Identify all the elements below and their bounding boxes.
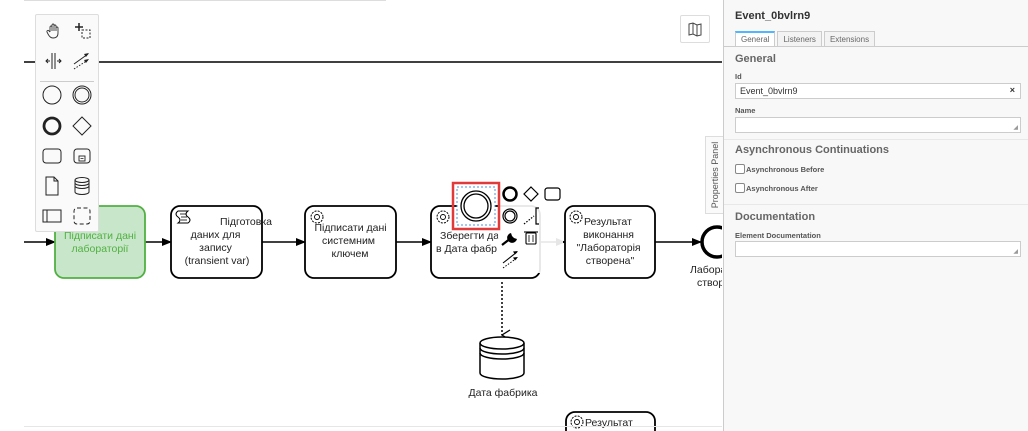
create-end-event[interactable] bbox=[40, 114, 64, 138]
lasso-icon bbox=[75, 23, 91, 39]
group-divider bbox=[724, 139, 1028, 140]
hand-icon bbox=[46, 23, 59, 39]
gear-icon bbox=[310, 210, 324, 224]
gear-icon bbox=[569, 210, 583, 224]
element-id-title: Event_0bvlrn9 bbox=[735, 10, 811, 22]
task-label: Підготовка даних для запису (transient v… bbox=[185, 216, 275, 267]
element-documentation-label: Element Documentation bbox=[735, 231, 821, 240]
task-result-lower[interactable]: Результат bbox=[565, 411, 656, 431]
connect-icon[interactable] bbox=[502, 251, 518, 269]
append-task-icon[interactable] bbox=[544, 187, 561, 201]
async-before-label: Asynchronous Before bbox=[746, 164, 825, 174]
text-annotation-icon[interactable] bbox=[523, 207, 539, 225]
async-after-row: Asynchronous After bbox=[735, 183, 818, 193]
task-label: Зберегти да в Дата фабр bbox=[436, 230, 502, 255]
clear-icon[interactable]: × bbox=[1009, 85, 1015, 95]
task-prepare-data[interactable]: Підготовка даних для запису (transient v… bbox=[170, 205, 275, 279]
minimap-toggle-button[interactable] bbox=[680, 15, 710, 43]
async-after-checkbox[interactable] bbox=[735, 183, 745, 193]
async-after-label: Asynchronous After bbox=[746, 183, 818, 193]
canvas-bottom-border bbox=[24, 426, 722, 427]
append-end-event-icon[interactable] bbox=[502, 186, 518, 202]
create-pool[interactable] bbox=[40, 204, 64, 228]
async-before-checkbox[interactable] bbox=[735, 164, 745, 174]
data-store[interactable]: Дата фабрика bbox=[468, 336, 538, 399]
tabs-divider bbox=[724, 46, 1028, 47]
tab-listeners[interactable]: Listeners bbox=[777, 31, 822, 47]
async-heading: Asynchronous Continuations bbox=[735, 144, 889, 156]
properties-panel-toggle[interactable]: Properties Panel bbox=[705, 136, 724, 214]
element-documentation-textarea[interactable]: ◢ bbox=[735, 241, 1021, 257]
create-group[interactable] bbox=[70, 204, 94, 228]
id-input[interactable]: Event_0bvlrn9 × bbox=[735, 83, 1021, 99]
create-task[interactable] bbox=[40, 144, 64, 168]
task-label: Підписати дані системним ключем bbox=[314, 222, 389, 260]
async-before-row: Asynchronous Before bbox=[735, 164, 824, 174]
canvas-top-border bbox=[24, 0, 386, 1]
trash-icon[interactable] bbox=[524, 231, 538, 245]
create-subprocess[interactable] bbox=[70, 144, 94, 168]
gateway-icon bbox=[72, 116, 92, 136]
task-label: Результат виконання "Лабораторія створен… bbox=[576, 216, 643, 267]
create-intermediate-event[interactable] bbox=[70, 83, 94, 107]
create-gateway[interactable] bbox=[70, 114, 94, 138]
subprocess-icon bbox=[73, 148, 91, 164]
intermediate-event-icon bbox=[72, 85, 92, 105]
space-tool[interactable] bbox=[42, 49, 66, 73]
create-data-store[interactable] bbox=[70, 174, 94, 198]
append-gateway-icon[interactable] bbox=[523, 186, 539, 202]
id-value: Event_0bvlrn9 bbox=[740, 86, 798, 96]
group-icon bbox=[73, 207, 91, 225]
properties-panel-toggle-label: Properties Panel bbox=[710, 141, 720, 209]
pool-icon bbox=[42, 209, 62, 223]
task-label: Результат bbox=[585, 417, 633, 429]
create-data-object[interactable] bbox=[40, 174, 64, 198]
context-pad bbox=[501, 186, 561, 269]
start-event-icon bbox=[42, 85, 62, 105]
gear-icon bbox=[570, 415, 584, 429]
lasso-tool[interactable] bbox=[70, 19, 94, 43]
global-connect-tool[interactable] bbox=[70, 49, 94, 73]
properties-panel: Event_0bvlrn9 General Listeners Extensio… bbox=[723, 0, 1028, 431]
selected-intermediate-event[interactable] bbox=[451, 181, 501, 231]
documentation-heading: Documentation bbox=[735, 211, 816, 223]
id-label: Id bbox=[735, 72, 742, 81]
data-store-icon bbox=[74, 177, 90, 195]
script-icon bbox=[175, 210, 191, 224]
resize-handle-icon[interactable]: ◢ bbox=[1013, 125, 1018, 131]
hand-tool[interactable] bbox=[42, 19, 66, 43]
map-icon bbox=[688, 22, 702, 37]
data-store-label: Дата фабрика bbox=[468, 387, 537, 399]
create-start-event[interactable] bbox=[40, 83, 64, 107]
end-event-icon bbox=[42, 116, 62, 136]
general-heading: General bbox=[735, 53, 776, 65]
end-event-label: Лабора створ bbox=[690, 264, 722, 289]
data-object-icon bbox=[45, 176, 59, 196]
name-label: Name bbox=[735, 106, 756, 115]
name-textarea[interactable]: ◢ bbox=[735, 117, 1021, 133]
end-event[interactable]: Лабора створ bbox=[690, 225, 722, 289]
resize-handle-icon[interactable]: ◢ bbox=[1013, 249, 1018, 255]
wrench-icon[interactable] bbox=[501, 233, 517, 246]
group-divider bbox=[724, 204, 1028, 205]
append-intermediate-event-icon[interactable] bbox=[502, 208, 518, 224]
task-icon bbox=[42, 148, 62, 164]
task-sign-system[interactable]: Підписати дані системним ключем bbox=[304, 205, 397, 279]
gear-icon bbox=[436, 210, 450, 224]
palette-separator bbox=[40, 81, 94, 82]
tab-extensions[interactable]: Extensions bbox=[823, 31, 876, 47]
properties-tabs: General Listeners Extensions bbox=[735, 31, 876, 47]
space-icon bbox=[45, 53, 62, 69]
task-result[interactable]: Результат виконання "Лабораторія створен… bbox=[564, 205, 656, 279]
connect-icon bbox=[73, 53, 89, 70]
tab-general[interactable]: General bbox=[735, 31, 776, 47]
tool-palette bbox=[35, 14, 99, 232]
